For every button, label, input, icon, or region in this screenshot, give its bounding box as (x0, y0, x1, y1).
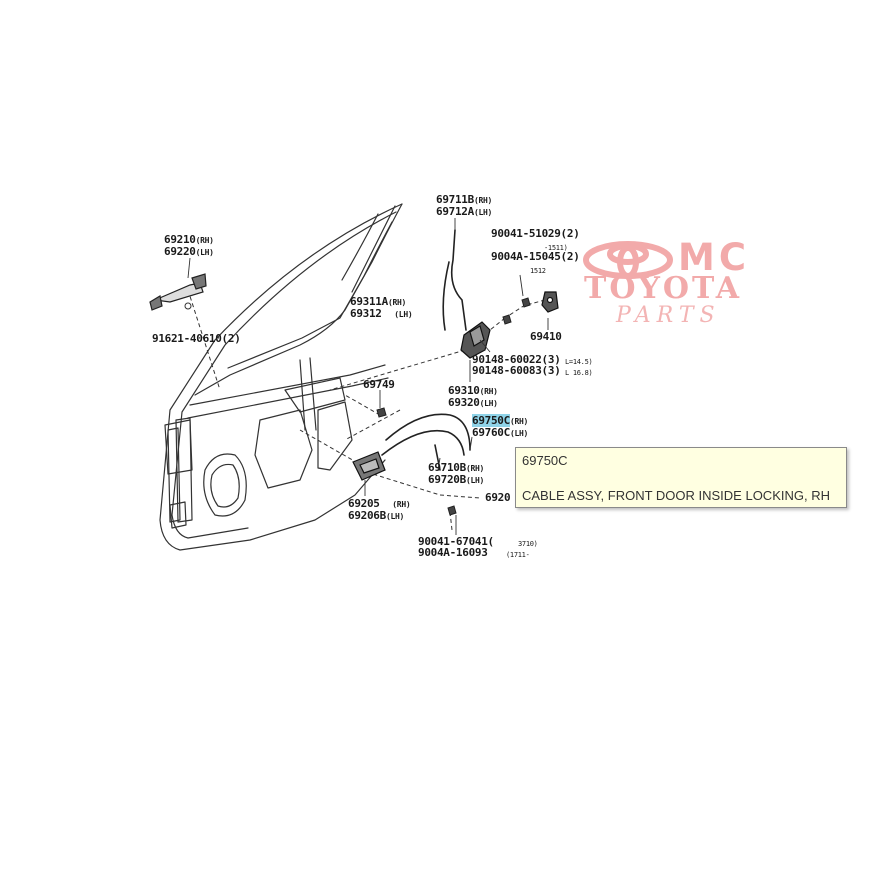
inside-handle-cable (381, 429, 465, 456)
speaker-opening (203, 453, 247, 517)
label-1511: -1511) (544, 244, 568, 252)
tooltip-part-code: 69750C (522, 453, 568, 468)
label-69712A[interactable]: 69712A(LH) (436, 205, 493, 218)
label-6920[interactable]: 6920 (485, 491, 511, 504)
lock-rod (450, 229, 467, 331)
label-69320[interactable]: 69320(LH) (448, 396, 498, 409)
screw-90041-67041 (447, 505, 457, 516)
label-69210[interactable]: 69210(RH) (164, 233, 214, 246)
logo-toyota-text: TOYOTA (584, 271, 742, 306)
logo-mc-text: MC (678, 236, 750, 279)
label-1512: 1512 (530, 267, 546, 275)
label-3710: 3710) (518, 540, 538, 548)
window-frame-inner (227, 221, 393, 369)
label-69205[interactable]: 69205 (RH) (348, 497, 411, 510)
lock-rod-2 (442, 261, 450, 331)
label-90041-51029[interactable]: 90041-51029(2) (491, 227, 580, 240)
label-9004A-15045[interactable]: 9004A-15045(2) (491, 250, 580, 263)
panel-opening-2 (284, 377, 346, 413)
label-69312[interactable]: 69312 (LH) (350, 307, 413, 320)
label-90148-60022[interactable]: 90148-60022(3) (472, 353, 561, 366)
belt-line (189, 364, 386, 406)
label-90148-60083[interactable]: 90148-60083(3) (472, 364, 561, 377)
screw-90148 (502, 314, 512, 325)
label-14-5: L=14.5) (565, 358, 593, 366)
label-69206B[interactable]: 69206B(LH) (348, 509, 405, 522)
clip-69749 (376, 407, 387, 418)
label-69710B[interactable]: 69710B(RH) (428, 461, 485, 474)
tooltip-part-description: CABLE ASSY, FRONT DOOR INSIDE LOCKING, R… (522, 488, 830, 503)
label-69410[interactable]: 69410 (530, 330, 562, 343)
label-69311A[interactable]: 69311A(RH) (350, 295, 407, 308)
outside-handle-part (149, 273, 207, 311)
striker-part (541, 291, 559, 313)
label-9004A-16093[interactable]: 9004A-16093 (418, 546, 488, 559)
inside-locking-cable (385, 413, 471, 451)
panel-opening-1 (254, 409, 313, 489)
logo-parts-text: PARTS (616, 303, 721, 328)
screw-91621 (184, 302, 192, 310)
label-69749[interactable]: 69749 (363, 378, 395, 391)
label-69711B[interactable]: 69711B(RH) (436, 193, 493, 206)
label-69750C[interactable]: 69750C(RH) (472, 414, 529, 427)
toyota-emblem-icon (583, 241, 673, 279)
part-tooltip: 69750C CABLE ASSY, FRONT DOOR INSIDE LOC… (515, 447, 847, 508)
label-69220[interactable]: 69220(LH) (164, 245, 214, 258)
omc-toyota-parts-logo: MC TOYOTA PARTS (582, 238, 794, 334)
label-69310[interactable]: 69310(RH) (448, 384, 498, 397)
label-91621[interactable]: 91621-40610(2) (152, 332, 241, 345)
bolt-90041 (521, 297, 531, 308)
label-16-8: L 16.8) (565, 369, 593, 377)
label-69760C[interactable]: 69760C(LH) (472, 426, 529, 439)
label-1711: (1711- (506, 551, 530, 559)
door-frame-outline (159, 203, 403, 551)
label-69720B[interactable]: 69720B(LH) (428, 473, 485, 486)
label-90041-67041[interactable]: 90041-67041( (418, 535, 494, 548)
inside-handle-part (352, 451, 386, 481)
door-frame-inner (171, 211, 397, 539)
